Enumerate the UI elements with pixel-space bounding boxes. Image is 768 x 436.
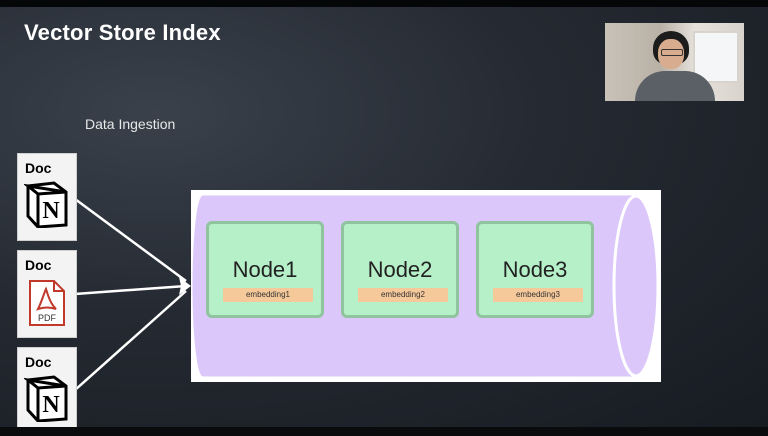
node-card-3: Node3 embedding3 <box>476 221 594 318</box>
embedding-label: embedding2 <box>358 288 448 302</box>
notion-icon: N <box>24 375 68 422</box>
doc-label: Doc <box>25 354 52 370</box>
node-title: Node2 <box>367 257 433 282</box>
slide-title: Vector Store Index <box>24 20 221 45</box>
webcam-window <box>693 31 739 83</box>
document-card-3: Doc N <box>17 347 77 427</box>
arrow-doc1 <box>74 197 187 283</box>
bottom-letterbox <box>0 427 768 436</box>
arrow-doc2 <box>74 284 187 296</box>
data-ingestion-label: Data Ingestion <box>85 116 176 132</box>
doc-label: Doc <box>25 160 52 176</box>
node-title: Node3 <box>502 257 568 282</box>
svg-text:N: N <box>42 392 60 418</box>
arrowhead <box>179 277 191 295</box>
top-letterbox <box>0 0 768 7</box>
embedding-label: embedding1 <box>223 288 313 302</box>
node-card-1: Node1 embedding1 <box>206 221 324 318</box>
notion-icon: N <box>24 181 68 228</box>
pdf-icon: PDF <box>29 280 65 326</box>
node-card-2: Node2 embedding2 <box>341 221 459 318</box>
presentation-slide: Vector Store Index Data Ingestion Doc N … <box>0 7 768 427</box>
arrow-doc3 <box>74 290 187 391</box>
embedding-label: embedding3 <box>493 288 583 302</box>
presenter-webcam <box>605 23 744 101</box>
webcam-presenter-face <box>658 39 684 69</box>
document-card-1: Doc N <box>17 153 77 241</box>
vector-store-diagram: Node1 embedding1 Node2 embedding2 Node3 … <box>191 190 661 382</box>
node-title: Node1 <box>232 257 298 282</box>
pdf-icon-text: PDF <box>38 313 57 323</box>
webcam-presenter-glasses <box>661 49 683 56</box>
webcam-presenter-body <box>635 71 715 101</box>
ingestion-arrows <box>74 197 191 391</box>
svg-text:N: N <box>42 198 60 224</box>
doc-label: Doc <box>25 257 52 273</box>
document-card-2: Doc PDF <box>17 250 77 338</box>
